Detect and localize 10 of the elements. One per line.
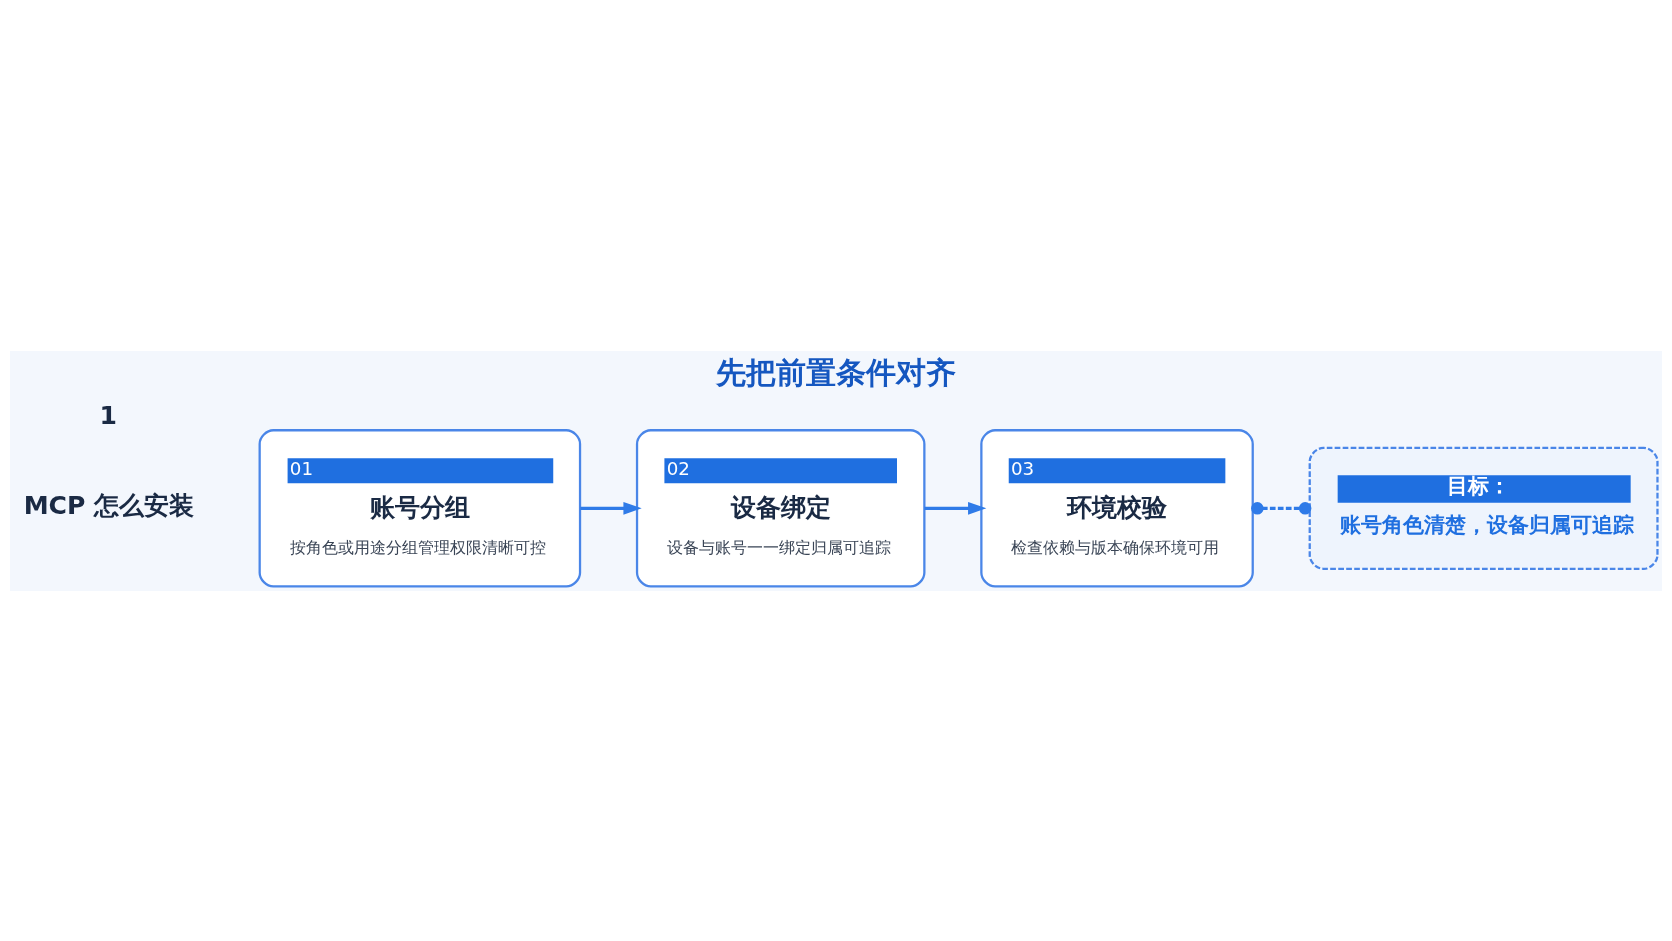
node-box: 目标： 账号角色清楚，设备归属可追踪 xyxy=(1308,446,1659,570)
node-box: 02 设备绑定 设备与账号一一绑定归属可追踪 xyxy=(635,428,926,588)
label: 1 xyxy=(99,400,117,430)
label: MCP 怎么安装 xyxy=(23,490,195,520)
arrow xyxy=(580,501,642,515)
arrow xyxy=(924,501,987,515)
node-box: 01 账号分组 按角色或用途分组管理权限清晰可控 xyxy=(258,428,582,588)
diagram-title: 先把前置条件对齐 xyxy=(715,354,956,390)
node-box: 03 环境校验 检查依赖与版本确保环境可用 xyxy=(980,428,1254,588)
connector xyxy=(1251,501,1312,515)
